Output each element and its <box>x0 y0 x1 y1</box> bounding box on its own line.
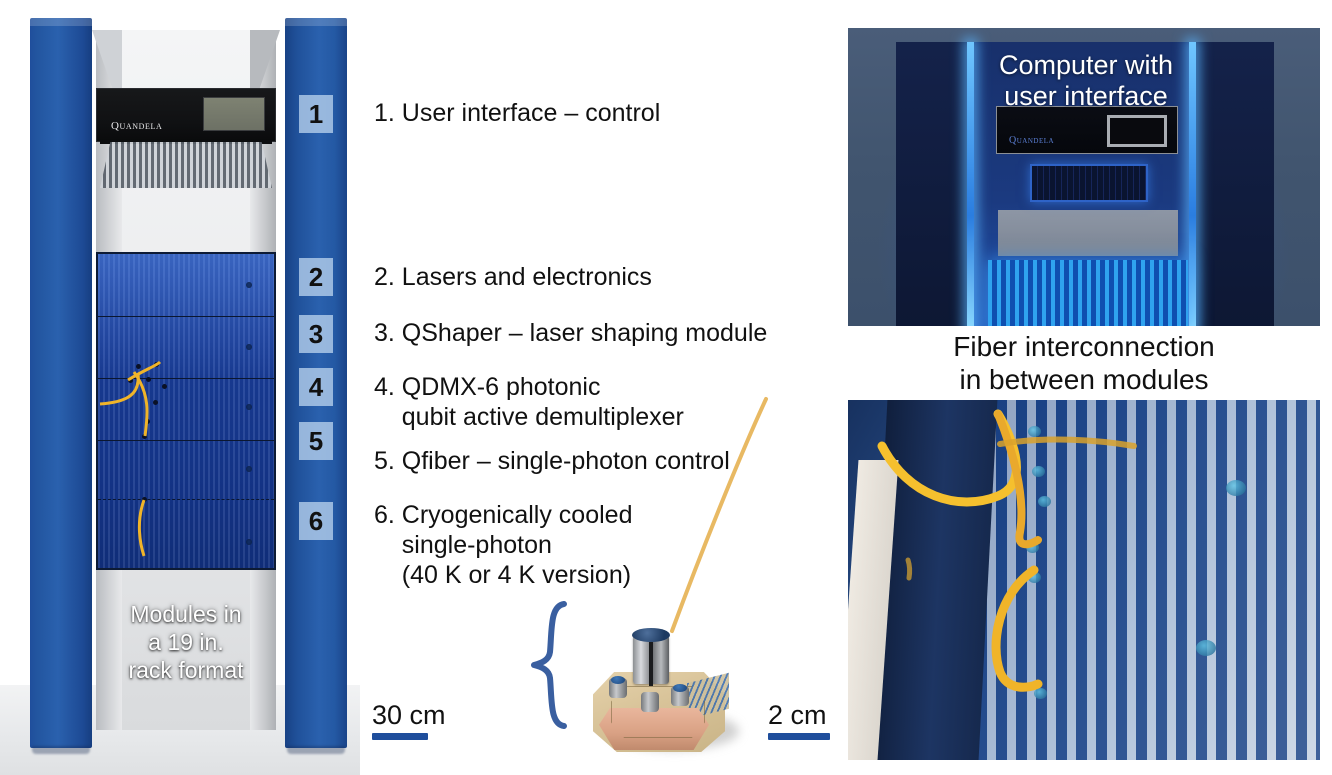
fiber-connector <box>142 497 147 502</box>
legend-item-3: 3. QShaper – laser shaping module <box>374 319 768 347</box>
photo-bot-port <box>1034 688 1047 699</box>
photo-fiber-interconnection <box>848 400 1320 760</box>
photo-top-caption: Computer with user interface <box>968 50 1204 112</box>
module-port <box>246 539 252 545</box>
photo-bot-port <box>1026 542 1039 553</box>
scale-bar-2cm-rule <box>768 733 830 740</box>
module-number-badge-3: 3 <box>299 315 333 353</box>
rack-caption-line-2: a 19 in. <box>148 629 224 655</box>
module-1-vent-shelf <box>100 142 272 188</box>
chip-stud <box>641 692 659 712</box>
photo-top-screen <box>1107 115 1167 147</box>
fiber-cable-chip <box>670 397 768 633</box>
chip-trace-outline <box>611 686 705 738</box>
chip-can-top <box>632 628 670 642</box>
photo-bot-port <box>1226 480 1246 496</box>
legend-item-4-line-2: qubit active demultiplexer <box>374 403 684 431</box>
fiber-connector <box>142 434 147 439</box>
module-1-computer: QUANDELA <box>96 88 276 142</box>
scale-bar-30cm: 30 cm <box>372 700 446 740</box>
module-stack <box>96 252 276 570</box>
legend-item-6-line-3: (40 K or 4 K version) <box>374 561 632 589</box>
module-1-display <box>203 97 265 131</box>
module-number-badge-4: 4 <box>299 368 333 406</box>
quandela-logo-rack: QUANDELA <box>111 120 163 132</box>
rack-caption-line-3: rack format <box>128 657 244 683</box>
chip-cap <box>611 676 625 684</box>
module-port <box>246 466 252 472</box>
rack-caption: Modules in a 19 in. rack format <box>100 600 272 684</box>
legend-item-1: 1. User interface – control <box>374 99 661 127</box>
fiber-interconnection-caption: Fiber interconnection in between modules <box>848 330 1320 396</box>
fiber-cables-rack <box>99 360 162 557</box>
module-number-badge-2: 2 <box>299 258 333 296</box>
module-number-badge-1: 1 <box>299 95 333 133</box>
rack-caption-line-1: Modules in <box>130 601 242 627</box>
photo-top-shelf <box>998 210 1178 256</box>
legend-item-2: 2. Lasers and electronics <box>374 263 652 291</box>
photo-bot-fiber-cables <box>877 409 1137 692</box>
module-number-badge-6: 6 <box>299 502 333 540</box>
photo-bot-port <box>1038 496 1051 507</box>
fiber-connector <box>146 377 151 382</box>
photo-bot-port <box>1196 640 1216 656</box>
chip-copper-mount <box>599 708 709 750</box>
fiber-connector <box>136 364 141 369</box>
photo-top-pillar-left <box>896 42 974 326</box>
photo-top-keyboard <box>1030 164 1148 202</box>
scale-bar-2cm: 2 cm <box>768 700 830 740</box>
legend-item-4-line-1: 4. QDMX-6 photonic <box>374 373 601 401</box>
legend-item-5: 5. Qfiber – single-photon control <box>374 447 730 475</box>
photo-top-striped-module <box>988 260 1188 326</box>
photo-top-caption-line-2: user interface <box>1004 81 1168 111</box>
legend-item-6-line-2: single-photon <box>374 531 552 559</box>
module-divider <box>98 440 274 441</box>
fiber-connector <box>162 384 167 389</box>
module-divider <box>98 378 274 379</box>
module-divider <box>98 316 274 317</box>
photo-bot-port <box>1028 426 1041 437</box>
legend-item-6-line-1: 6. Cryogenically cooled <box>374 501 633 529</box>
photo-computer-interface: QUANDELA Computer with user interface <box>848 28 1320 326</box>
module-port <box>246 404 252 410</box>
photo-top-neon-left <box>967 42 974 326</box>
chip-cap <box>673 684 687 692</box>
photo-top-caption-line-1: Computer with <box>998 50 1174 80</box>
module-ribs-texture <box>98 254 274 568</box>
scale-bar-30cm-rule <box>372 733 428 740</box>
photo-top-neon-right <box>1189 42 1196 326</box>
module-port <box>246 282 252 288</box>
photo-bot-port <box>1028 572 1041 583</box>
module-port <box>246 344 252 350</box>
module-divider <box>98 499 274 501</box>
photo-top-pillar-right <box>1196 42 1274 326</box>
chip-can-slit <box>649 642 653 686</box>
photo-top-computer-panel: QUANDELA <box>996 106 1178 154</box>
scale-bar-30cm-label: 30 cm <box>372 700 446 730</box>
fiber-caption-line-2: in between modules <box>959 364 1209 395</box>
rack-pillar-left <box>30 18 92 754</box>
scale-bar-2cm-label: 2 cm <box>768 700 827 730</box>
fiber-connector <box>128 378 133 383</box>
fiber-connector <box>153 400 158 405</box>
chip-photo <box>575 620 760 770</box>
module-number-badge-5: 5 <box>299 422 333 460</box>
brace-icon <box>531 601 567 729</box>
quandela-logo-photo: QUANDELA <box>1009 135 1055 146</box>
photo-bot-port <box>1032 466 1045 477</box>
fiber-caption-line-1: Fiber interconnection <box>953 331 1215 362</box>
